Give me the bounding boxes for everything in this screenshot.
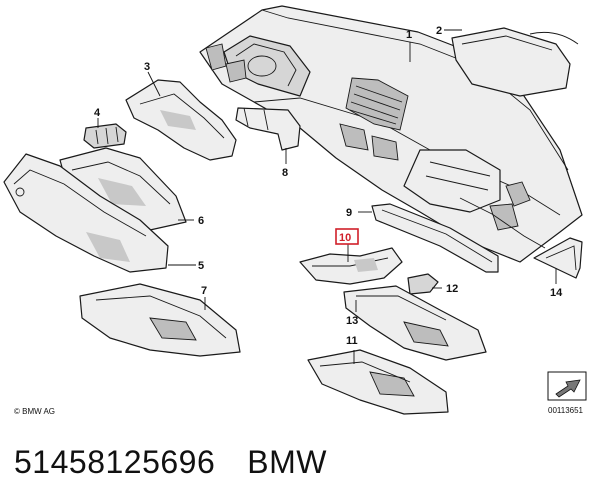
callout-6: 6 [198, 215, 204, 227]
part-8-center-bracket [235, 107, 301, 151]
part-2-airbag-cover [451, 27, 579, 97]
callout-11: 11 [346, 335, 358, 347]
part-3-left-trim [125, 79, 237, 161]
callout-10: 10 [339, 232, 351, 244]
part-number: 51458125696 [14, 444, 216, 480]
callout-14: 14 [550, 287, 563, 299]
part-7-lower-support [79, 283, 241, 357]
callout-3: 3 [144, 61, 150, 73]
drawing-number: 00113651 [548, 406, 584, 415]
callout-1: 1 [406, 29, 412, 41]
callout-2: 2 [436, 25, 442, 37]
part-11-lower-support [307, 349, 449, 415]
callout-5: 5 [198, 260, 204, 272]
callout-8: 8 [282, 167, 288, 179]
orientation-arrow-icon [547, 371, 587, 401]
callout-7: 7 [201, 285, 207, 297]
part-13-lower-right-trim [343, 285, 487, 361]
part-12-clip [407, 273, 439, 295]
parts-diagram: 1 2 3 4 5 6 7 8 9 10 11 12 13 14 © BMW A… [3, 5, 587, 416]
leader-lines [97, 29, 557, 364]
part-9-trim-strip [371, 203, 499, 273]
part-10-bracket [299, 247, 403, 285]
copyright-text: © BMW AG [14, 407, 55, 416]
callout-4: 4 [94, 107, 101, 119]
callout-13: 13 [346, 315, 358, 327]
highlight-box-10 [335, 228, 359, 245]
callout-9: 9 [346, 207, 352, 219]
brand-name: BMW [247, 444, 327, 480]
callout-12: 12 [446, 283, 458, 295]
callouts: 1 2 3 4 5 6 7 8 9 10 11 12 13 14 [94, 25, 563, 347]
part-caption: 51458125696 BMW [14, 440, 327, 484]
part-4-switch-block [83, 123, 127, 149]
part-14-end-cap [533, 237, 583, 279]
part-5-lower-left-trim [3, 153, 169, 273]
